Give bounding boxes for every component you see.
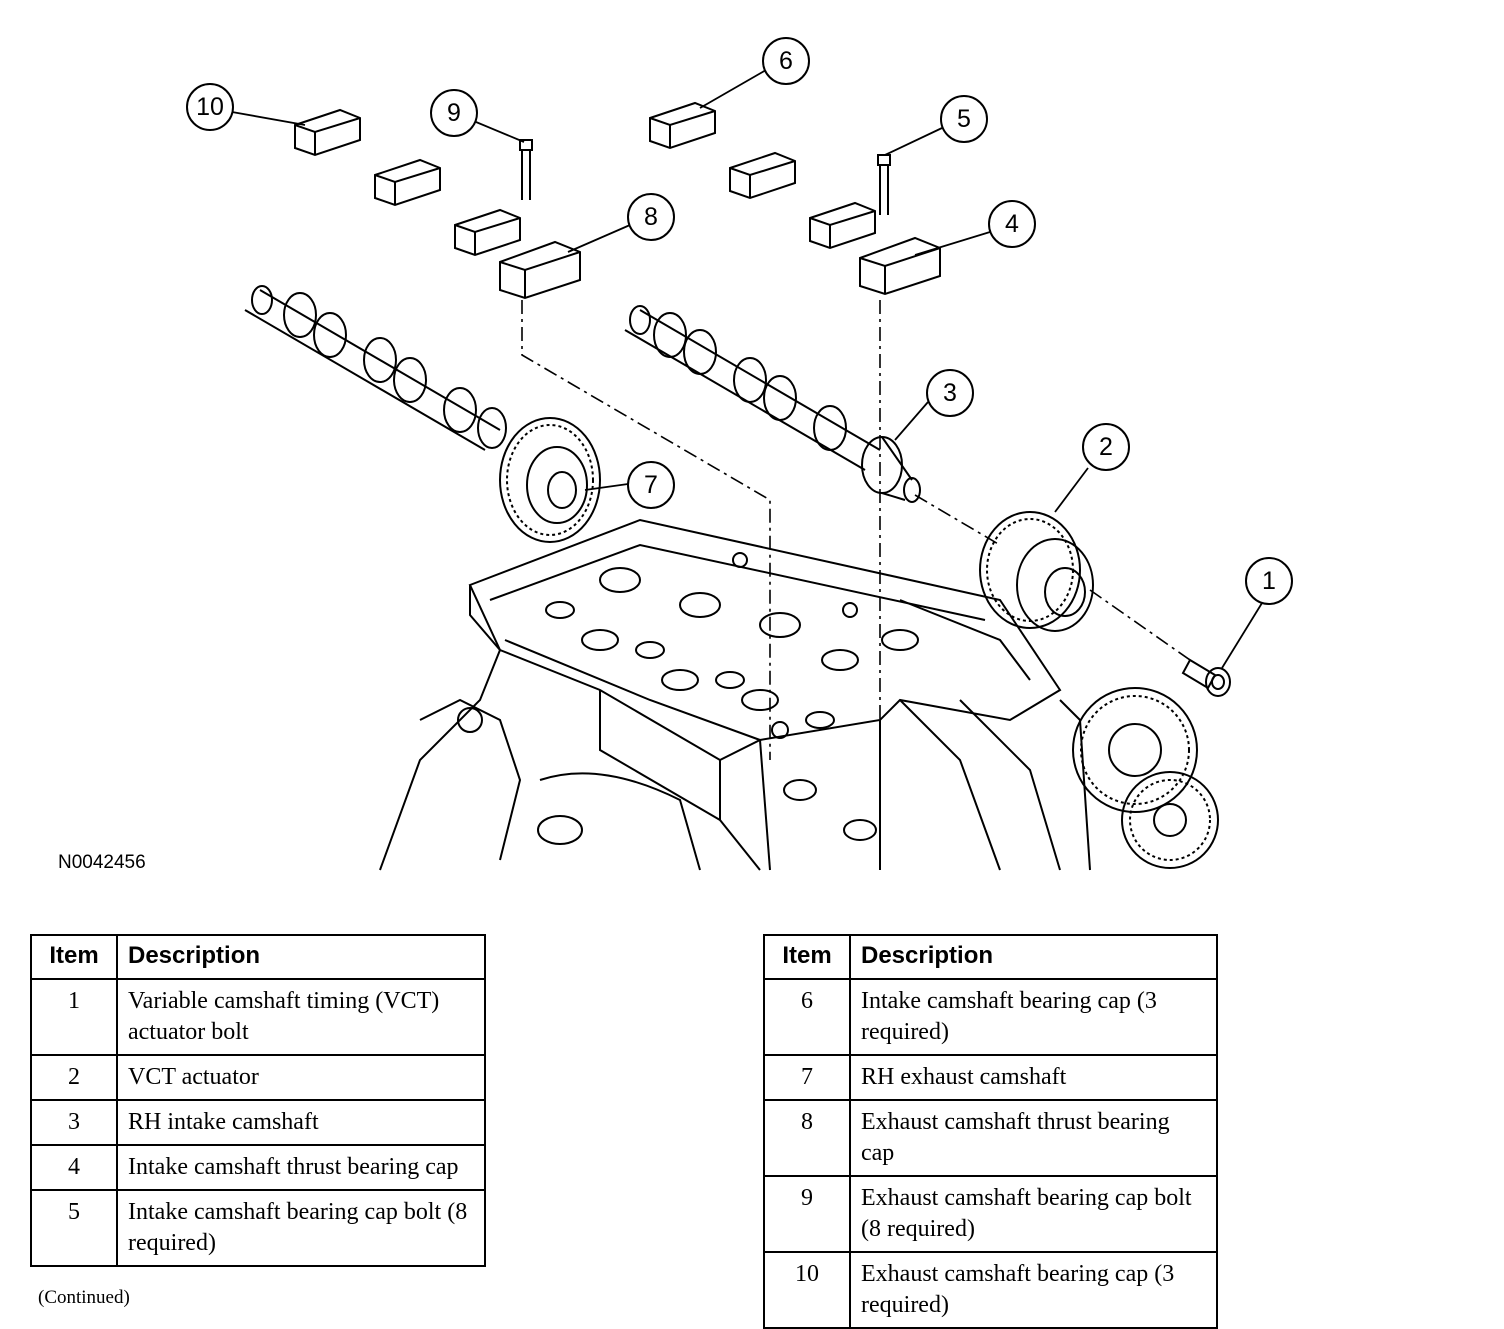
item-number: 5 xyxy=(30,1189,118,1267)
item-description: Exhaust camshaft thrust bearing cap xyxy=(849,1099,1218,1177)
rh-intake-camshaft-illustration xyxy=(624,305,921,503)
vct-actuator-illustration xyxy=(979,511,1094,632)
table-header-row: Item Description xyxy=(763,934,1218,980)
item-number: 10 xyxy=(763,1251,851,1329)
svg-text:4: 4 xyxy=(1005,210,1019,238)
item-number: 3 xyxy=(30,1099,118,1146)
item-description: Intake camshaft bearing cap (3 required) xyxy=(849,978,1218,1056)
exploded-view-diagram: 1 2 3 4 5 6 7 8 9 10 xyxy=(186,37,1293,871)
item-number: 9 xyxy=(763,1175,851,1253)
continued-note: (Continued) xyxy=(38,1287,130,1308)
item-number: 4 xyxy=(30,1144,118,1191)
item-number: 1 xyxy=(30,978,118,1056)
svg-text:10: 10 xyxy=(196,93,224,121)
callout-9: 9 xyxy=(430,89,478,137)
bearing-cap-bolts-illustration xyxy=(519,139,891,215)
item-number: 6 xyxy=(763,978,851,1056)
leader-lines xyxy=(231,69,1263,669)
callout-1: 1 xyxy=(1245,557,1293,605)
callouts: 1 2 3 4 5 6 7 8 9 10 xyxy=(186,37,1293,605)
bearing-caps-illustration xyxy=(294,101,941,300)
callout-3: 3 xyxy=(926,369,974,417)
vct-actuator-bolt-illustration xyxy=(1181,658,1231,697)
item-description: VCT actuator xyxy=(116,1054,486,1101)
svg-text:2: 2 xyxy=(1099,433,1113,461)
svg-text:3: 3 xyxy=(943,379,957,407)
alignment-lines xyxy=(521,300,1191,870)
item-number: 8 xyxy=(763,1099,851,1177)
item-number: 7 xyxy=(763,1054,851,1101)
svg-text:5: 5 xyxy=(957,105,971,133)
callout-4: 4 xyxy=(988,200,1036,248)
rh-exhaust-camshaft-illustration xyxy=(244,285,601,543)
item-description: Variable camshaft timing (VCT) actuator … xyxy=(116,978,486,1056)
callout-10: 10 xyxy=(186,83,234,131)
callout-2: 2 xyxy=(1082,423,1130,471)
table-header-row: Item Description xyxy=(30,934,486,980)
item-header: Item xyxy=(30,934,118,980)
item-number: 2 xyxy=(30,1054,118,1101)
description-header: Description xyxy=(116,934,486,980)
item-description: RH exhaust camshaft xyxy=(849,1054,1218,1101)
item-header: Item xyxy=(763,934,851,980)
svg-text:8: 8 xyxy=(644,203,658,231)
description-header: Description xyxy=(849,934,1218,980)
item-description: RH intake camshaft xyxy=(116,1099,486,1146)
callout-8: 8 xyxy=(627,193,675,241)
figure-id: N0042456 xyxy=(58,852,146,873)
item-description: Exhaust camshaft bearing cap bolt (8 req… xyxy=(849,1175,1218,1253)
svg-text:1: 1 xyxy=(1262,567,1276,595)
cylinder-head-illustration xyxy=(379,518,1219,871)
callout-7: 7 xyxy=(627,461,675,509)
svg-text:7: 7 xyxy=(644,471,658,499)
callout-5: 5 xyxy=(940,95,988,143)
callout-6: 6 xyxy=(762,37,810,85)
svg-text:9: 9 xyxy=(447,99,461,127)
svg-text:6: 6 xyxy=(779,47,793,75)
item-description: Intake camshaft bearing cap bolt (8 requ… xyxy=(116,1189,486,1267)
item-description: Intake camshaft thrust bearing cap xyxy=(116,1144,486,1191)
item-description: Exhaust camshaft bearing cap (3 required… xyxy=(849,1251,1218,1329)
